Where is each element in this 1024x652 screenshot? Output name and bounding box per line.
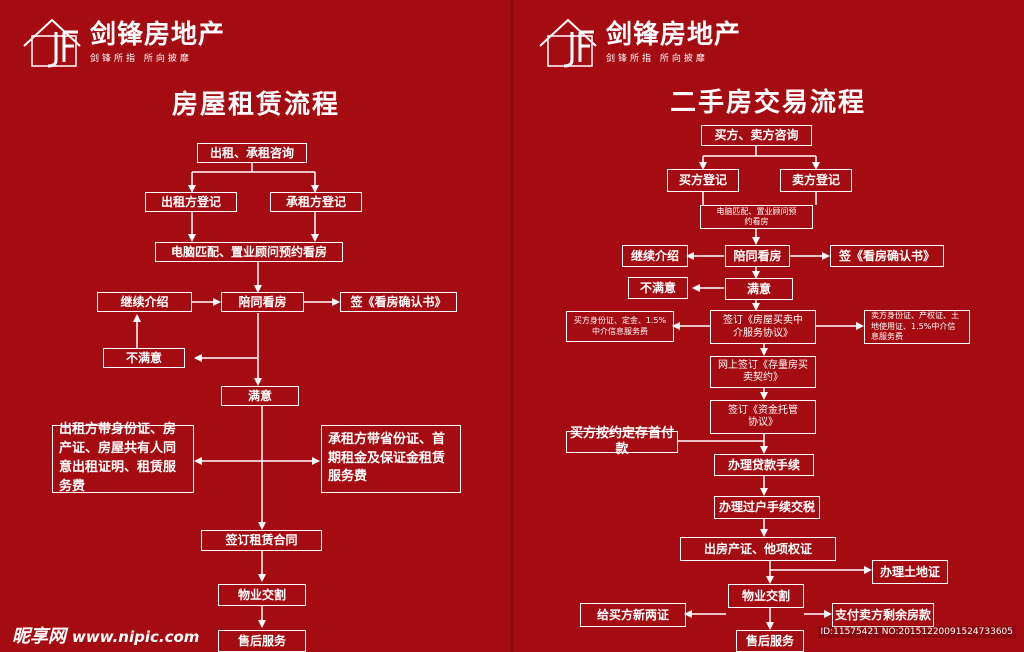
loan-procedure-node: 办理贷款手续 xyxy=(714,454,814,476)
image-id: ID:11575421 NO:20151220091524733605 xyxy=(817,626,1016,638)
page-title: 二手房交易流程 xyxy=(670,88,867,118)
certificates-node: 出房产证、他项权证 xyxy=(680,537,836,561)
escrow-agreement-node: 签订《资金托管协议》 xyxy=(710,400,816,434)
tenant-documents-node: 承租方带省份证、首期租金及保证金租赁服务费 xyxy=(321,425,461,493)
rental-process-panel: 剑锋房地产 剑锋所指 所向披靡 房屋租赁流程 xyxy=(0,0,510,652)
new-certificates-node: 给买方新两证 xyxy=(580,603,686,627)
panel-divider xyxy=(510,0,514,652)
logo-mark-icon xyxy=(538,16,602,68)
satisfied-node: 满意 xyxy=(725,278,793,300)
resale-consult-node: 买方、卖方咨询 xyxy=(701,125,812,146)
viewing-node: 陪同看房 xyxy=(221,292,304,312)
property-handover-node: 物业交割 xyxy=(728,584,804,608)
sign-confirmation-node: 签《看房确认书》 xyxy=(340,292,457,312)
continue-intro-node: 继续介绍 xyxy=(97,292,192,312)
property-handover-node: 物业交割 xyxy=(218,584,306,606)
down-payment-deposit-node: 买方按约定存首付款 xyxy=(566,426,678,457)
watermark-brand: 昵享网 xyxy=(12,626,66,647)
pay-seller-node: 支付卖方剩余房款 xyxy=(832,603,934,627)
buyer-registration-node: 买方登记 xyxy=(667,169,739,192)
company-logo: 剑锋房地产 剑锋所指 所向披靡 xyxy=(538,16,741,68)
landlord-documents-node: 出租方带身份证、房产证、房屋共有人同意出租证明、租赁服务费 xyxy=(52,422,194,494)
page-title: 房屋租赁流程 xyxy=(172,90,341,120)
sign-lease-node: 签订租赁合同 xyxy=(201,530,322,551)
company-slogan: 剑锋所指 所向披靡 xyxy=(90,53,192,64)
land-certificate-node: 办理土地证 xyxy=(872,560,948,584)
flow-connectors xyxy=(672,146,872,630)
company-slogan: 剑锋所指 所向披靡 xyxy=(606,53,708,64)
buyer-documents-node: 买方身份证、定金、1.5%中介信息服务费 xyxy=(566,311,674,342)
watermark-site: www.nipic.com xyxy=(72,628,200,646)
tenant-registration-node: 承租方登记 xyxy=(270,192,362,212)
sign-confirmation-node: 签《看房确认书》 xyxy=(830,245,944,267)
landlord-registration-node: 出租方登记 xyxy=(145,192,237,212)
agency-contract-node: 签订《房屋买卖中介服务协议》 xyxy=(710,310,816,344)
unsatisfied-node: 不满意 xyxy=(103,348,185,368)
logo-mark-icon xyxy=(22,16,86,68)
matching-node: 电脑匹配、置业顾问预约看房 xyxy=(155,242,343,262)
continue-intro-node: 继续介绍 xyxy=(622,245,688,267)
flow-connectors xyxy=(133,163,340,628)
seller-documents-node: 卖方身份证、产权证、土地使用证、1.5%中介信息服务费 xyxy=(864,310,970,344)
after-sales-node: 售后服务 xyxy=(736,630,804,652)
matching-node: 电脑匹配、置业顾问预约看房 xyxy=(700,205,813,229)
after-sales-node: 售后服务 xyxy=(218,630,306,652)
online-contract-node: 网上签订《存量房买卖契约》 xyxy=(710,356,816,388)
company-name: 剑锋房地产 xyxy=(90,19,226,50)
company-logo: 剑锋房地产 剑锋所指 所向披靡 xyxy=(22,16,225,68)
unsatisfied-node: 不满意 xyxy=(628,277,688,299)
watermark: 昵享网 www.nipic.com xyxy=(12,622,199,648)
viewing-node: 陪同看房 xyxy=(725,245,790,267)
seller-registration-node: 卖方登记 xyxy=(780,169,852,192)
satisfied-node: 满意 xyxy=(221,386,299,406)
transfer-tax-node: 办理过户手续交税 xyxy=(714,496,820,519)
resale-process-panel: 剑锋房地产 剑锋所指 所向披靡 二手房交易流程 xyxy=(514,0,1024,652)
company-name: 剑锋房地产 xyxy=(606,19,742,50)
rental-consult-node: 出租、承租咨询 xyxy=(197,143,307,163)
